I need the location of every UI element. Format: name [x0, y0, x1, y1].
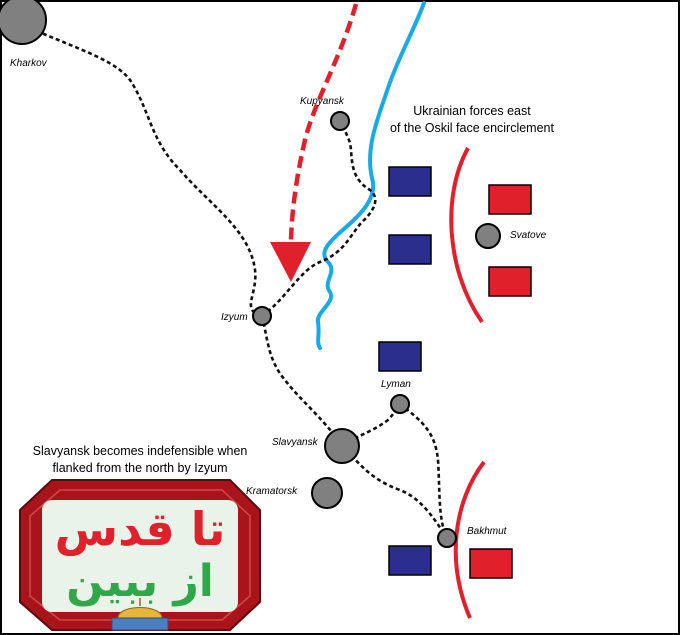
road-slavyansk-bakhmut [341, 444, 449, 539]
road-izyum-kupyansk [261, 120, 377, 318]
city-lyman-marker [390, 394, 410, 414]
city-slavyansk-marker [324, 428, 360, 464]
ukrainian-unit-4 [388, 545, 432, 576]
city-svatove-marker [475, 223, 501, 249]
city-lyman-label: Lyman [381, 379, 411, 390]
russian-unit-2 [488, 266, 532, 297]
city-kupyansk-marker [330, 111, 350, 131]
logo-badge: تا قدس از ببین [19, 479, 261, 631]
city-bakhmut-label: Bakhmut [467, 526, 508, 537]
logo-text-line1: تا قدس [55, 502, 226, 556]
encirclement-annotation-line2: of the Oskil face encirclement [390, 121, 554, 135]
front-line-bakhmut [453, 460, 486, 619]
city-izyum-label: Izyum [221, 312, 248, 323]
city-kupyansk-label: Kupyansk [300, 96, 345, 107]
front-line-svatove [449, 147, 484, 324]
city-kharkov-label: Kharkov [10, 58, 48, 69]
russian-unit-1 [488, 184, 532, 215]
road-izyum-slavyansk [260, 315, 344, 446]
road-lyman-bakhmut [399, 402, 449, 539]
city-kharkov-marker [0, 0, 47, 45]
slavyansk-annotation-line1: Slavyansk becomes indefensible when [33, 444, 248, 458]
road-kharkov-izyum [29, 26, 263, 318]
city-kramatorsk-marker [311, 477, 343, 509]
encirclement-annotation-line1: Ukrainian forces east [413, 104, 531, 118]
city-slavyansk-label: Slavyansk [272, 437, 319, 448]
attack-arrow [270, 3, 359, 282]
city-bakhmut-marker [437, 528, 457, 548]
ukrainian-unit-2 [388, 234, 432, 265]
dome-icon [111, 598, 169, 631]
city-izyum-marker [252, 306, 272, 326]
ukrainian-unit-1 [388, 166, 432, 197]
russian-unit-3 [469, 548, 513, 579]
city-svatove-label: Svatove [510, 230, 547, 241]
oskil-river [315, 1, 426, 350]
city-kramatorsk-label: Kramatorsk [246, 486, 298, 497]
ukrainian-unit-3 [378, 341, 422, 372]
slavyansk-annotation-line2: flanked from the north by Izyum [52, 461, 227, 475]
